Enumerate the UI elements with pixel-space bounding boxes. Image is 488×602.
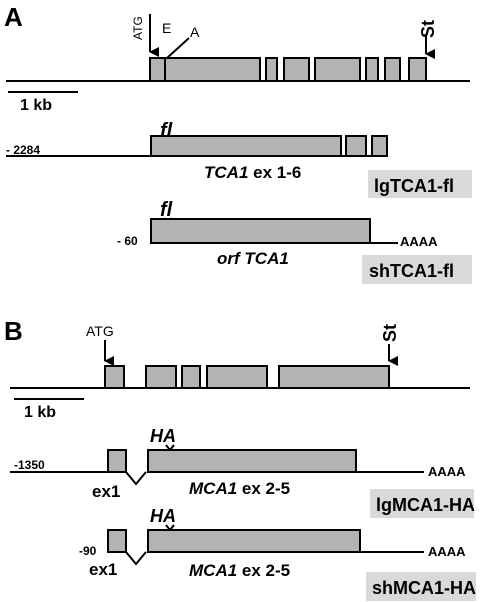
lgmca1-caption: MCA1 ex 2-5 bbox=[189, 479, 290, 498]
tca1-a-label: A bbox=[190, 24, 200, 40]
shtca1-orf-box bbox=[150, 218, 371, 244]
lgmca1-exon1 bbox=[107, 449, 127, 473]
shmca1-ha-label: HA bbox=[150, 506, 176, 526]
lgmca1-splice bbox=[125, 471, 147, 486]
tca1-exon-3 bbox=[283, 57, 310, 82]
panel-b-label: B bbox=[4, 316, 23, 346]
shmca1-polya: AAAA bbox=[428, 544, 466, 559]
lgmca1-polya: AAAA bbox=[428, 464, 466, 479]
lgtca1-exon-main bbox=[150, 135, 342, 157]
lgtca1-name-box bbox=[368, 170, 472, 198]
shmca1-caption: MCA1 ex 2-5 bbox=[189, 561, 290, 580]
lgmca1-start-coord: -1350 bbox=[14, 458, 45, 472]
lgtca1-caption: TCA1 ex 1-6 bbox=[204, 163, 301, 182]
lgmca1-name-box bbox=[370, 489, 474, 518]
lgmca1-ha-label: HA bbox=[150, 426, 176, 446]
lgmca1-exon-2-5 bbox=[147, 449, 357, 473]
shtca1-start-coord: - 60 bbox=[117, 234, 138, 248]
tca1-exon-6 bbox=[384, 57, 401, 82]
scale-bar-a-label: 1 kb bbox=[20, 97, 52, 114]
shmca1-name: shMCA1-HA bbox=[372, 578, 476, 598]
shtca1-name-box bbox=[362, 255, 472, 284]
tca1-stop-label: St bbox=[418, 20, 438, 38]
shtca1-flag-label: fl bbox=[160, 199, 173, 221]
shtca1-polya: AAAA bbox=[400, 234, 438, 249]
shmca1-ex1-label: ex1 bbox=[89, 560, 117, 579]
mca1-exon-1 bbox=[104, 365, 125, 389]
shmca1-exon-2-5 bbox=[147, 529, 361, 553]
shtca1-name: shTCA1-fl bbox=[369, 261, 454, 281]
mca1-atg-label: ATG bbox=[86, 323, 114, 339]
tca1-exon-1 bbox=[149, 57, 261, 82]
lgmca1-name: lgMCA1-HA bbox=[376, 495, 475, 515]
shmca1-name-box bbox=[366, 572, 476, 601]
shmca1-exon1 bbox=[107, 529, 127, 553]
tca1-a-pointer bbox=[166, 37, 190, 59]
lgmca1-ex1-label: ex1 bbox=[92, 482, 120, 501]
panel-a: A ATG E A St 1 kb fl - 2284 TCA1 ex 1-6 bbox=[4, 2, 472, 284]
mca1-stop-label: St bbox=[380, 324, 400, 342]
panel-b: B ATG St 1 kb HA -1350 AAAA ex1 MCA1 ex … bbox=[4, 316, 476, 601]
lgtca1-exon-a bbox=[345, 135, 367, 157]
mca1-exon-4 bbox=[206, 365, 268, 389]
shtca1-caption: orf TCA1 bbox=[217, 249, 289, 268]
tca1-exon-5 bbox=[365, 57, 379, 82]
tca1-atg-label: ATG bbox=[131, 16, 145, 40]
lgtca1-exon-b bbox=[371, 135, 388, 157]
shmca1-splice bbox=[125, 551, 147, 566]
lgtca1-start-coord: - 2284 bbox=[6, 143, 40, 157]
tca1-exon-4 bbox=[314, 57, 361, 82]
panel-a-label: A bbox=[4, 2, 23, 32]
scale-bar-b-label: 1 kb bbox=[24, 404, 56, 421]
mca1-exon-3 bbox=[181, 365, 201, 389]
lgtca1-name: lgTCA1-fl bbox=[374, 176, 454, 196]
tca1-exon-2 bbox=[265, 57, 278, 82]
tca1-e-label: E bbox=[162, 20, 171, 36]
mca1-exon-5 bbox=[278, 365, 390, 389]
shmca1-start-coord: -90 bbox=[79, 544, 97, 558]
tca1-exon-7 bbox=[408, 57, 427, 82]
mca1-exon-2 bbox=[145, 365, 177, 389]
